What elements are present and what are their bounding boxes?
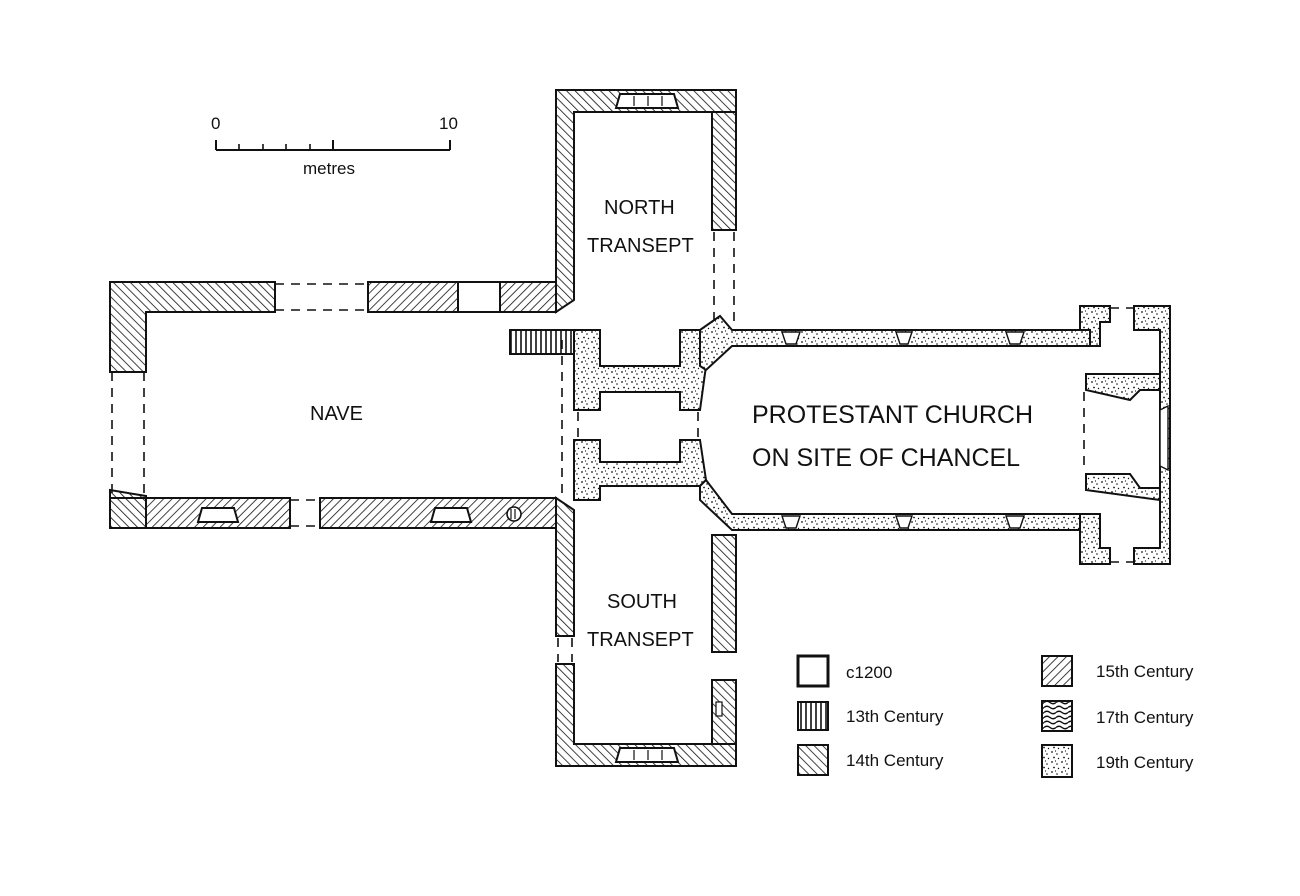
north-transept-label-line1: NORTH	[604, 197, 675, 219]
legend-swatch-17th	[1041, 700, 1073, 732]
nave-walls	[109, 281, 557, 529]
legend-swatch-15th	[1041, 655, 1073, 687]
legend-label-15th: 15th Century	[1096, 662, 1194, 681]
south-transept-label-line1: SOUTH	[607, 591, 677, 613]
legend-label-14th: 14th Century	[846, 751, 944, 770]
chancel-label-line1: PROTESTANT CHURCH	[752, 401, 1033, 429]
legend-label-c1200: c1200	[846, 663, 892, 682]
south-transept-label-line2: TRANSEPT	[587, 629, 694, 651]
south-transept-walls: SOUTH TRANSEPT	[555, 496, 737, 767]
thirteenth-century-block	[509, 329, 575, 355]
north-transept-label-line2: TRANSEPT	[587, 235, 694, 257]
legend-swatch-c1200	[796, 654, 830, 688]
scale-start-label: 0	[211, 114, 220, 133]
nave-label: NAVE	[310, 403, 363, 425]
legend-label-13th: 13th Century	[846, 707, 944, 726]
scale-bar: 0 10 metres	[211, 114, 458, 178]
legend: c1200 13th Century 14th Century 15th Cen…	[796, 654, 1194, 778]
legend-swatch-13th	[797, 701, 829, 731]
scale-unit-label: metres	[303, 159, 355, 178]
legend-label-19th: 19th Century	[1096, 753, 1194, 772]
north-transept-walls: NORTH TRANSEPT	[555, 89, 737, 322]
scale-end-label: 10	[439, 114, 458, 133]
chancel-label-line2: ON SITE OF CHANCEL	[752, 444, 1020, 472]
legend-swatch-19th	[1041, 744, 1073, 778]
legend-label-17th: 17th Century	[1096, 708, 1194, 727]
crossing-walls	[561, 305, 1171, 565]
legend-swatch-14th	[797, 744, 829, 776]
